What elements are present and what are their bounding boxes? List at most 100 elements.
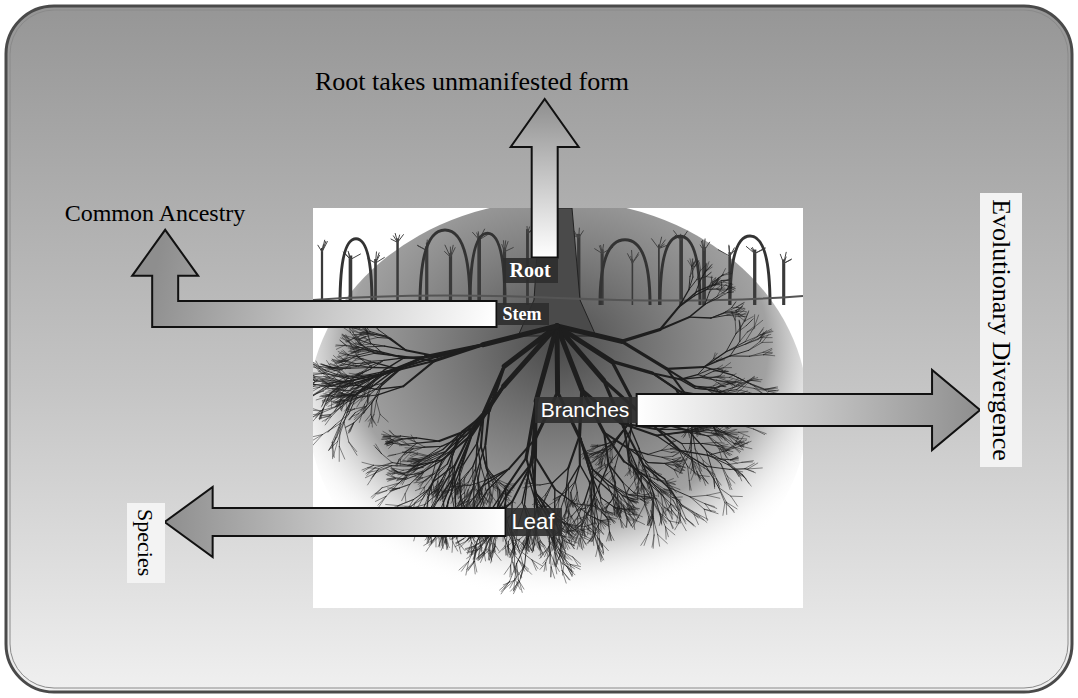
root-strand bbox=[600, 521, 608, 526]
root-strand bbox=[673, 452, 679, 456]
root-strand bbox=[707, 388, 715, 390]
root-strand bbox=[704, 427, 716, 433]
root-strand bbox=[726, 461, 738, 470]
root-strand bbox=[657, 480, 670, 486]
root-strand bbox=[598, 548, 601, 562]
tree-twig bbox=[701, 241, 704, 251]
root-strand bbox=[601, 519, 611, 520]
root-strand bbox=[632, 498, 638, 502]
root-strand bbox=[693, 262, 695, 268]
root-strand bbox=[637, 487, 639, 494]
root-strand bbox=[737, 382, 745, 385]
root-strand bbox=[719, 383, 727, 386]
root-strand bbox=[591, 459, 597, 463]
root-strand bbox=[751, 384, 765, 390]
root-strand bbox=[667, 479, 673, 482]
root-strand bbox=[691, 472, 694, 480]
root-arch bbox=[600, 240, 650, 305]
root-strand bbox=[762, 335, 768, 343]
root-strand bbox=[584, 502, 587, 518]
root-strand bbox=[540, 547, 541, 558]
root-strand bbox=[732, 307, 739, 308]
root-strand bbox=[528, 543, 533, 548]
frame-inner-line bbox=[10, 10, 1068, 688]
root-strand bbox=[705, 267, 710, 272]
root-strand bbox=[688, 467, 690, 481]
root-strand bbox=[553, 468, 568, 483]
tree-twig bbox=[393, 236, 397, 243]
root-strand bbox=[659, 512, 663, 526]
tree-trunk bbox=[632, 259, 634, 305]
root-strand bbox=[482, 469, 508, 486]
root-strand bbox=[599, 529, 603, 534]
root-strand bbox=[631, 429, 639, 449]
root-strand bbox=[598, 459, 602, 464]
root-strand bbox=[612, 484, 623, 495]
root-strand bbox=[730, 355, 750, 356]
tree-twig bbox=[780, 254, 784, 263]
root-strand bbox=[731, 457, 738, 460]
root-strand bbox=[690, 495, 707, 497]
root-strand bbox=[667, 481, 674, 484]
tree-twig bbox=[376, 252, 380, 263]
root-strand bbox=[645, 492, 652, 495]
root-strand bbox=[701, 432, 711, 433]
tree-twig bbox=[728, 245, 730, 256]
root-strand bbox=[689, 480, 690, 490]
root-strand bbox=[721, 432, 731, 435]
tree-trunk bbox=[449, 253, 452, 305]
root-strand bbox=[713, 371, 722, 372]
root-strand bbox=[673, 500, 678, 511]
root-strand bbox=[613, 498, 615, 507]
root-strand bbox=[675, 520, 681, 530]
root-strand bbox=[701, 377, 718, 378]
root-strand bbox=[584, 478, 592, 502]
root-strand bbox=[595, 459, 600, 465]
root-strand bbox=[648, 450, 662, 454]
root-strand bbox=[725, 434, 738, 439]
root-strand bbox=[589, 515, 601, 521]
root-strand bbox=[719, 488, 727, 503]
root-strand bbox=[676, 513, 678, 525]
root-strand bbox=[577, 538, 580, 549]
root-strand bbox=[589, 451, 595, 453]
root-strand bbox=[629, 495, 642, 497]
root-strand bbox=[724, 363, 731, 368]
root-strand bbox=[626, 516, 630, 523]
root-strand bbox=[568, 465, 579, 484]
root-strand bbox=[663, 491, 670, 495]
tree-twig bbox=[527, 227, 529, 234]
root-strand bbox=[739, 330, 740, 342]
tree-twig bbox=[594, 249, 602, 254]
root-strand bbox=[700, 271, 706, 281]
root-strand bbox=[673, 453, 679, 456]
root-strand bbox=[731, 457, 738, 460]
root-strand bbox=[718, 446, 730, 451]
root-strand bbox=[723, 308, 732, 314]
root-strand bbox=[653, 519, 657, 535]
root-strand bbox=[645, 504, 649, 516]
root-strand bbox=[707, 289, 718, 290]
root-strand bbox=[713, 275, 722, 284]
root-strand bbox=[713, 353, 715, 359]
root-strand bbox=[731, 496, 738, 506]
root-strand bbox=[739, 391, 747, 393]
root-strand bbox=[680, 379, 696, 388]
root-strand bbox=[692, 267, 693, 277]
root-strand bbox=[690, 497, 705, 504]
root-strand bbox=[760, 331, 773, 335]
root-strand bbox=[719, 488, 731, 497]
root-strand bbox=[716, 358, 721, 361]
root-strand bbox=[673, 497, 681, 501]
root-strand bbox=[610, 458, 613, 463]
root-strand bbox=[677, 465, 686, 468]
root-strand bbox=[708, 455, 728, 464]
root-strand bbox=[571, 481, 576, 492]
root-strand bbox=[717, 290, 727, 297]
root-strand bbox=[577, 492, 578, 500]
root-strand bbox=[726, 502, 727, 514]
root-strand bbox=[676, 466, 682, 472]
root-strand bbox=[732, 311, 735, 320]
root-strand bbox=[615, 507, 619, 512]
root-strand bbox=[635, 481, 638, 493]
